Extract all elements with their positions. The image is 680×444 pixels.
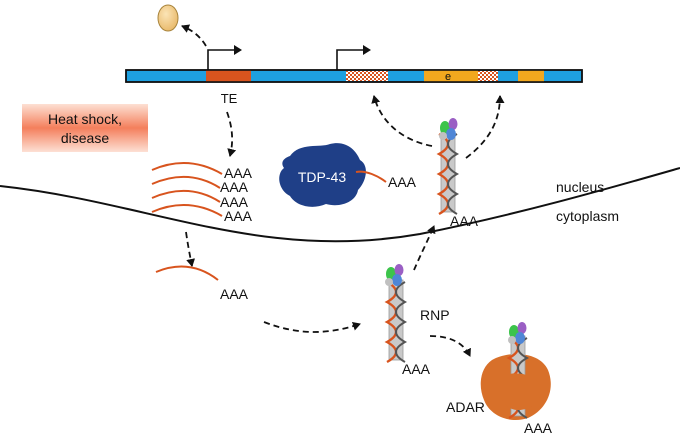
transcript-to-rnp-arrow: [263, 321, 361, 333]
rnp-label: RNP: [420, 307, 450, 323]
exon-label: e: [445, 71, 451, 83]
te-label: TE: [221, 91, 238, 106]
polya-label-tdp43: AAA: [388, 174, 417, 190]
nuclear-rnp-protein-cluster-icon: [439, 118, 458, 140]
cytoplasmic-transcript: [155, 265, 219, 281]
polya-label-4: AAA: [224, 208, 253, 224]
rnp-to-nucleus-arrow: [413, 225, 436, 271]
nuclear-dsrna-helix-icon: [437, 130, 459, 216]
cytoplasmic-rnp-protein-cluster-icon: [385, 264, 404, 286]
polya-label-1: AAA: [224, 165, 253, 181]
heat-shock-label-line2: disease: [61, 130, 109, 146]
heat-shock-box: [22, 104, 148, 152]
heat-shock-label-line1: Heat shock,: [48, 111, 122, 127]
te-to-particle-arrow: [181, 24, 207, 47]
nuclear-envelope: [0, 167, 680, 243]
export-arrow: [185, 231, 196, 267]
te-segment: [206, 70, 251, 82]
adar-label: ADAR: [446, 399, 485, 415]
polya-label-3: AAA: [220, 194, 249, 210]
te-to-transcripts-arrow: [226, 111, 237, 157]
polya-label-nuclear-rnp: AAA: [450, 213, 479, 229]
cytoplasmic-dsrna-helix-icon: [385, 278, 407, 364]
polya-label-cytoplasmic-rnp: AAA: [402, 361, 431, 377]
nuclear-transcripts: [151, 161, 223, 217]
rnp-to-dna-arrow-right: [465, 95, 505, 159]
exon-segment-2: [518, 70, 544, 82]
rnp-to-dna-arrow-left: [371, 95, 433, 147]
rnp-to-adar-arrow: [429, 335, 471, 357]
exon-segment: [424, 70, 478, 82]
checker-segment-1: [346, 71, 388, 81]
tdp43-protein: [279, 143, 366, 207]
adar-rnp-protein-cluster-icon: [508, 322, 527, 344]
polya-label-2: AAA: [220, 179, 249, 195]
adar-front-lobe: [499, 373, 541, 410]
polya-label-cytoplasm: AAA: [220, 286, 249, 302]
polya-label-adar: AAA: [524, 420, 553, 436]
cytoplasm-label: cytoplasm: [556, 208, 619, 224]
transcription-start-arrow-icon-2: [336, 45, 371, 70]
nucleus-label: nucleus: [556, 179, 604, 195]
tdp43-rna: [355, 170, 387, 183]
oval-particle-icon: [157, 4, 179, 32]
transcription-start-arrow-icon: [207, 45, 242, 70]
tdp43-label: TDP-43: [298, 169, 346, 185]
checker-segment-2: [478, 71, 498, 81]
